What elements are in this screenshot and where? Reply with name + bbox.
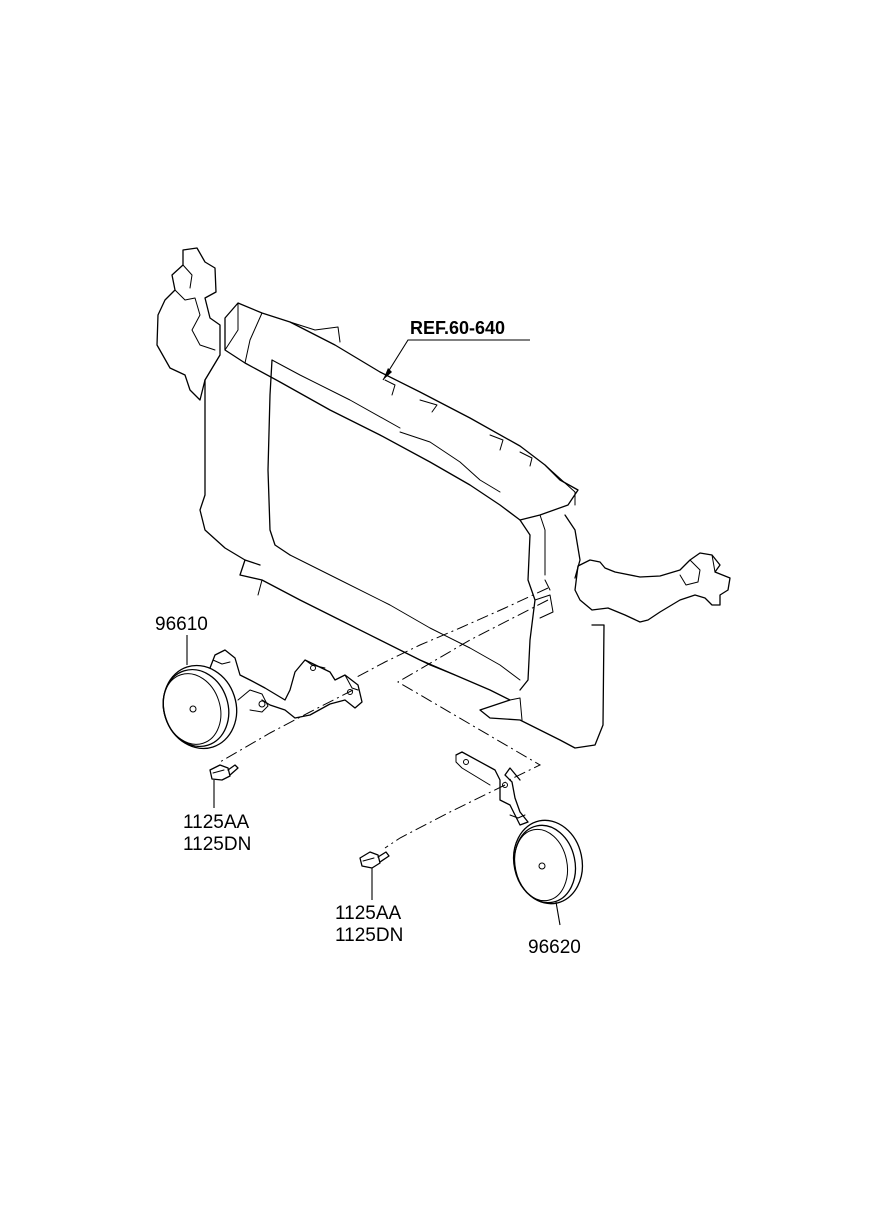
label-bolt-left-2: 1125DN <box>183 834 251 855</box>
ref-callout <box>382 339 530 381</box>
label-96610: 96610 <box>155 614 208 635</box>
horn-96610 <box>162 649 363 750</box>
label-96620: 96620 <box>528 937 581 958</box>
horn-96620 <box>455 751 584 905</box>
radiator-support-frame <box>156 247 731 749</box>
label-bolt-right-1: 1125AA <box>335 903 402 924</box>
ref-label: REF.60-640 <box>410 318 505 338</box>
leader-96620 <box>555 901 561 926</box>
assembly-center-lines <box>219 587 549 849</box>
bolt-right <box>359 851 390 869</box>
label-bolt-left-1: 1125AA <box>183 812 250 833</box>
bolt-left <box>209 764 239 781</box>
label-bolt-right-2: 1125DN <box>335 925 403 946</box>
